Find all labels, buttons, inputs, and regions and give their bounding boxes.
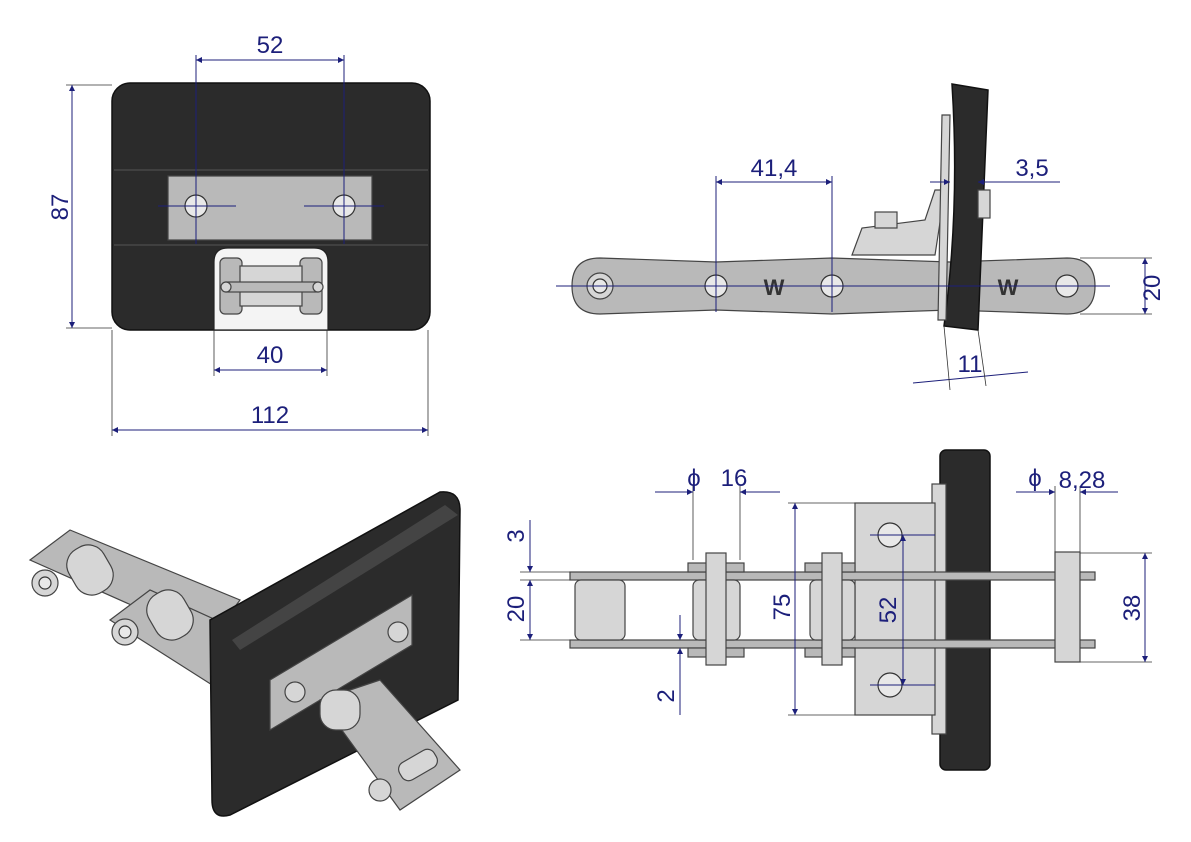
dim-link-height: 20: [1139, 275, 1166, 302]
dim-roller-dia: 16: [721, 465, 748, 492]
pin: [705, 552, 727, 666]
pin: [1054, 551, 1081, 663]
dim-notch-width: 40: [257, 342, 284, 369]
dim-width: 112: [251, 402, 289, 429]
dim-plate-thickness: 3,5: [1015, 155, 1048, 182]
dim-height: 87: [47, 194, 74, 221]
dim-hole-spacing: 52: [257, 32, 284, 59]
bracket: [851, 189, 946, 256]
dim-bracket-75: 75: [769, 594, 796, 621]
dim-pin-dia-symbol: ϕ: [1028, 465, 1041, 492]
logo-w: W: [764, 275, 785, 300]
roller: [574, 579, 626, 641]
dim-pin-dia: 8,28: [1059, 467, 1106, 494]
scraper-pad-top: [939, 449, 991, 771]
isometric-view: [28, 491, 461, 817]
logo-w: W: [998, 275, 1019, 300]
dim-roller-dia-symbol: ϕ: [687, 465, 700, 492]
scraper-pad-side: [943, 83, 989, 331]
dim-pitch: 41,4: [751, 155, 798, 182]
dim-pad-thickness: 11: [958, 351, 983, 378]
pin: [821, 552, 843, 666]
dim-width-38: 38: [1119, 595, 1146, 622]
dim-inner-20: 20: [503, 596, 530, 623]
dim-hole-52: 52: [875, 597, 902, 624]
top-view: ϕ 16 ϕ 8,28 3 20 2 75 52 38: [503, 449, 1152, 771]
side-view: W W 41,4 3,5 20 11: [556, 83, 1166, 391]
chain-link-front: [219, 257, 324, 315]
dim-gap-2: 2: [653, 689, 680, 702]
dim-plate-3: 3: [503, 529, 530, 542]
front-view: 52 87 40 112: [47, 32, 431, 436]
mounting-plate-iso: [269, 593, 413, 732]
